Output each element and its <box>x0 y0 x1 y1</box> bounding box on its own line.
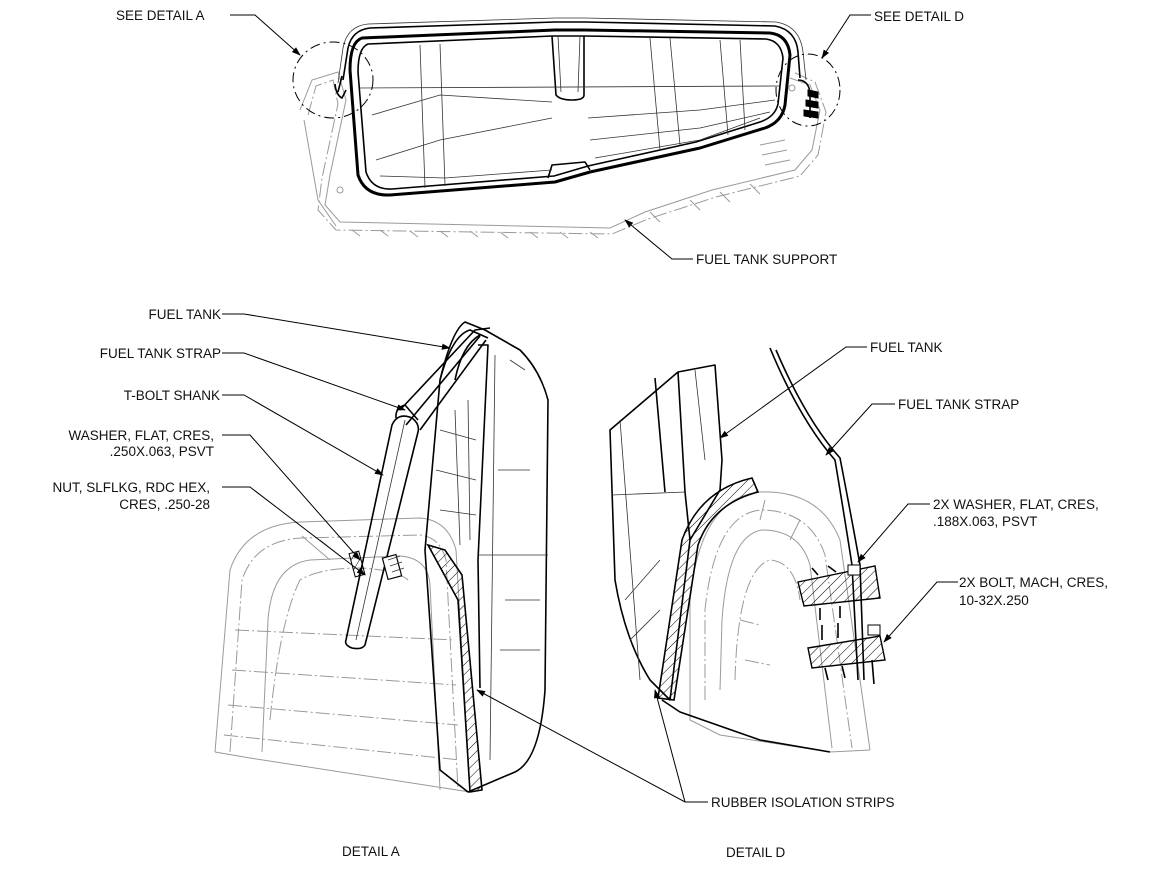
top-bolt-cluster <box>797 79 819 119</box>
detail-a-view <box>214 321 549 793</box>
detail-a-washer-label-line1: WASHER, FLAT, CRES, <box>68 428 214 443</box>
detail-a-rubber-strip <box>426 543 483 793</box>
leader-lines <box>222 14 958 803</box>
detail-a-fuel-tank-label: FUEL TANK <box>148 307 221 322</box>
detail-a-t-bolt-shank-label: T-BOLT SHANK <box>124 388 220 403</box>
see-detail-a-label: SEE DETAIL A <box>116 8 205 23</box>
detail-d-view <box>609 347 886 753</box>
detail-d-bolt-lower <box>807 623 886 685</box>
detail-d-bolt-upper <box>797 564 881 620</box>
detail-a-nut-label-line2: CRES, .250-28 <box>119 497 210 512</box>
detail-d-fuel-tank <box>609 364 831 753</box>
detail-d-callout-circle <box>775 53 841 127</box>
fuel-tank-support-outline <box>299 71 827 239</box>
detail-d-washer-label-line1: 2X WASHER, FLAT, CRES, <box>933 497 1099 512</box>
see-detail-d-label: SEE DETAIL D <box>874 9 964 24</box>
detail-a-washer-nut <box>348 550 405 581</box>
detail-a-fuel-tank <box>424 321 549 793</box>
detail-d-rubber-strip <box>657 477 760 701</box>
detail-a-t-bolt <box>344 415 420 650</box>
detail-a-callout-circle <box>292 41 374 119</box>
detail-d-fuel-tank-strap-label: FUEL TANK STRAP <box>898 397 1019 412</box>
detail-a-fuel-tank-strap <box>395 327 491 431</box>
detail-a-caption: DETAIL A <box>342 844 400 859</box>
top-view-fuel-tank-assembly <box>292 17 841 239</box>
labels: SEE DETAIL A SEE DETAIL D FUEL TANK SUPP… <box>52 8 1108 860</box>
fuel-tank-body <box>348 28 792 197</box>
rubber-isolation-strips-label: RUBBER ISOLATION STRIPS <box>711 795 895 810</box>
top-fuel-tank-strap <box>334 17 807 99</box>
detail-a-washer-label-line2: .250X.063, PSVT <box>110 444 214 459</box>
fuel-tank-support-label: FUEL TANK SUPPORT <box>696 252 837 267</box>
detail-d-washer-label-line2: .188X.063, PSVT <box>933 514 1037 529</box>
detail-d-caption: DETAIL D <box>726 845 786 860</box>
detail-a-fuel-tank-strap-label: FUEL TANK STRAP <box>100 346 221 361</box>
detail-d-fuel-tank-strap <box>769 347 865 681</box>
detail-d-bolt-label-line2: 10-32X.250 <box>959 593 1029 608</box>
detail-d-support-outline <box>689 491 871 753</box>
detail-d-fuel-tank-label: FUEL TANK <box>870 340 943 355</box>
detail-a-nut-label-line1: NUT, SLFLKG, RDC HEX, <box>52 480 210 495</box>
detail-d-bolt-label-line1: 2X BOLT, MACH, CRES, <box>959 575 1108 590</box>
